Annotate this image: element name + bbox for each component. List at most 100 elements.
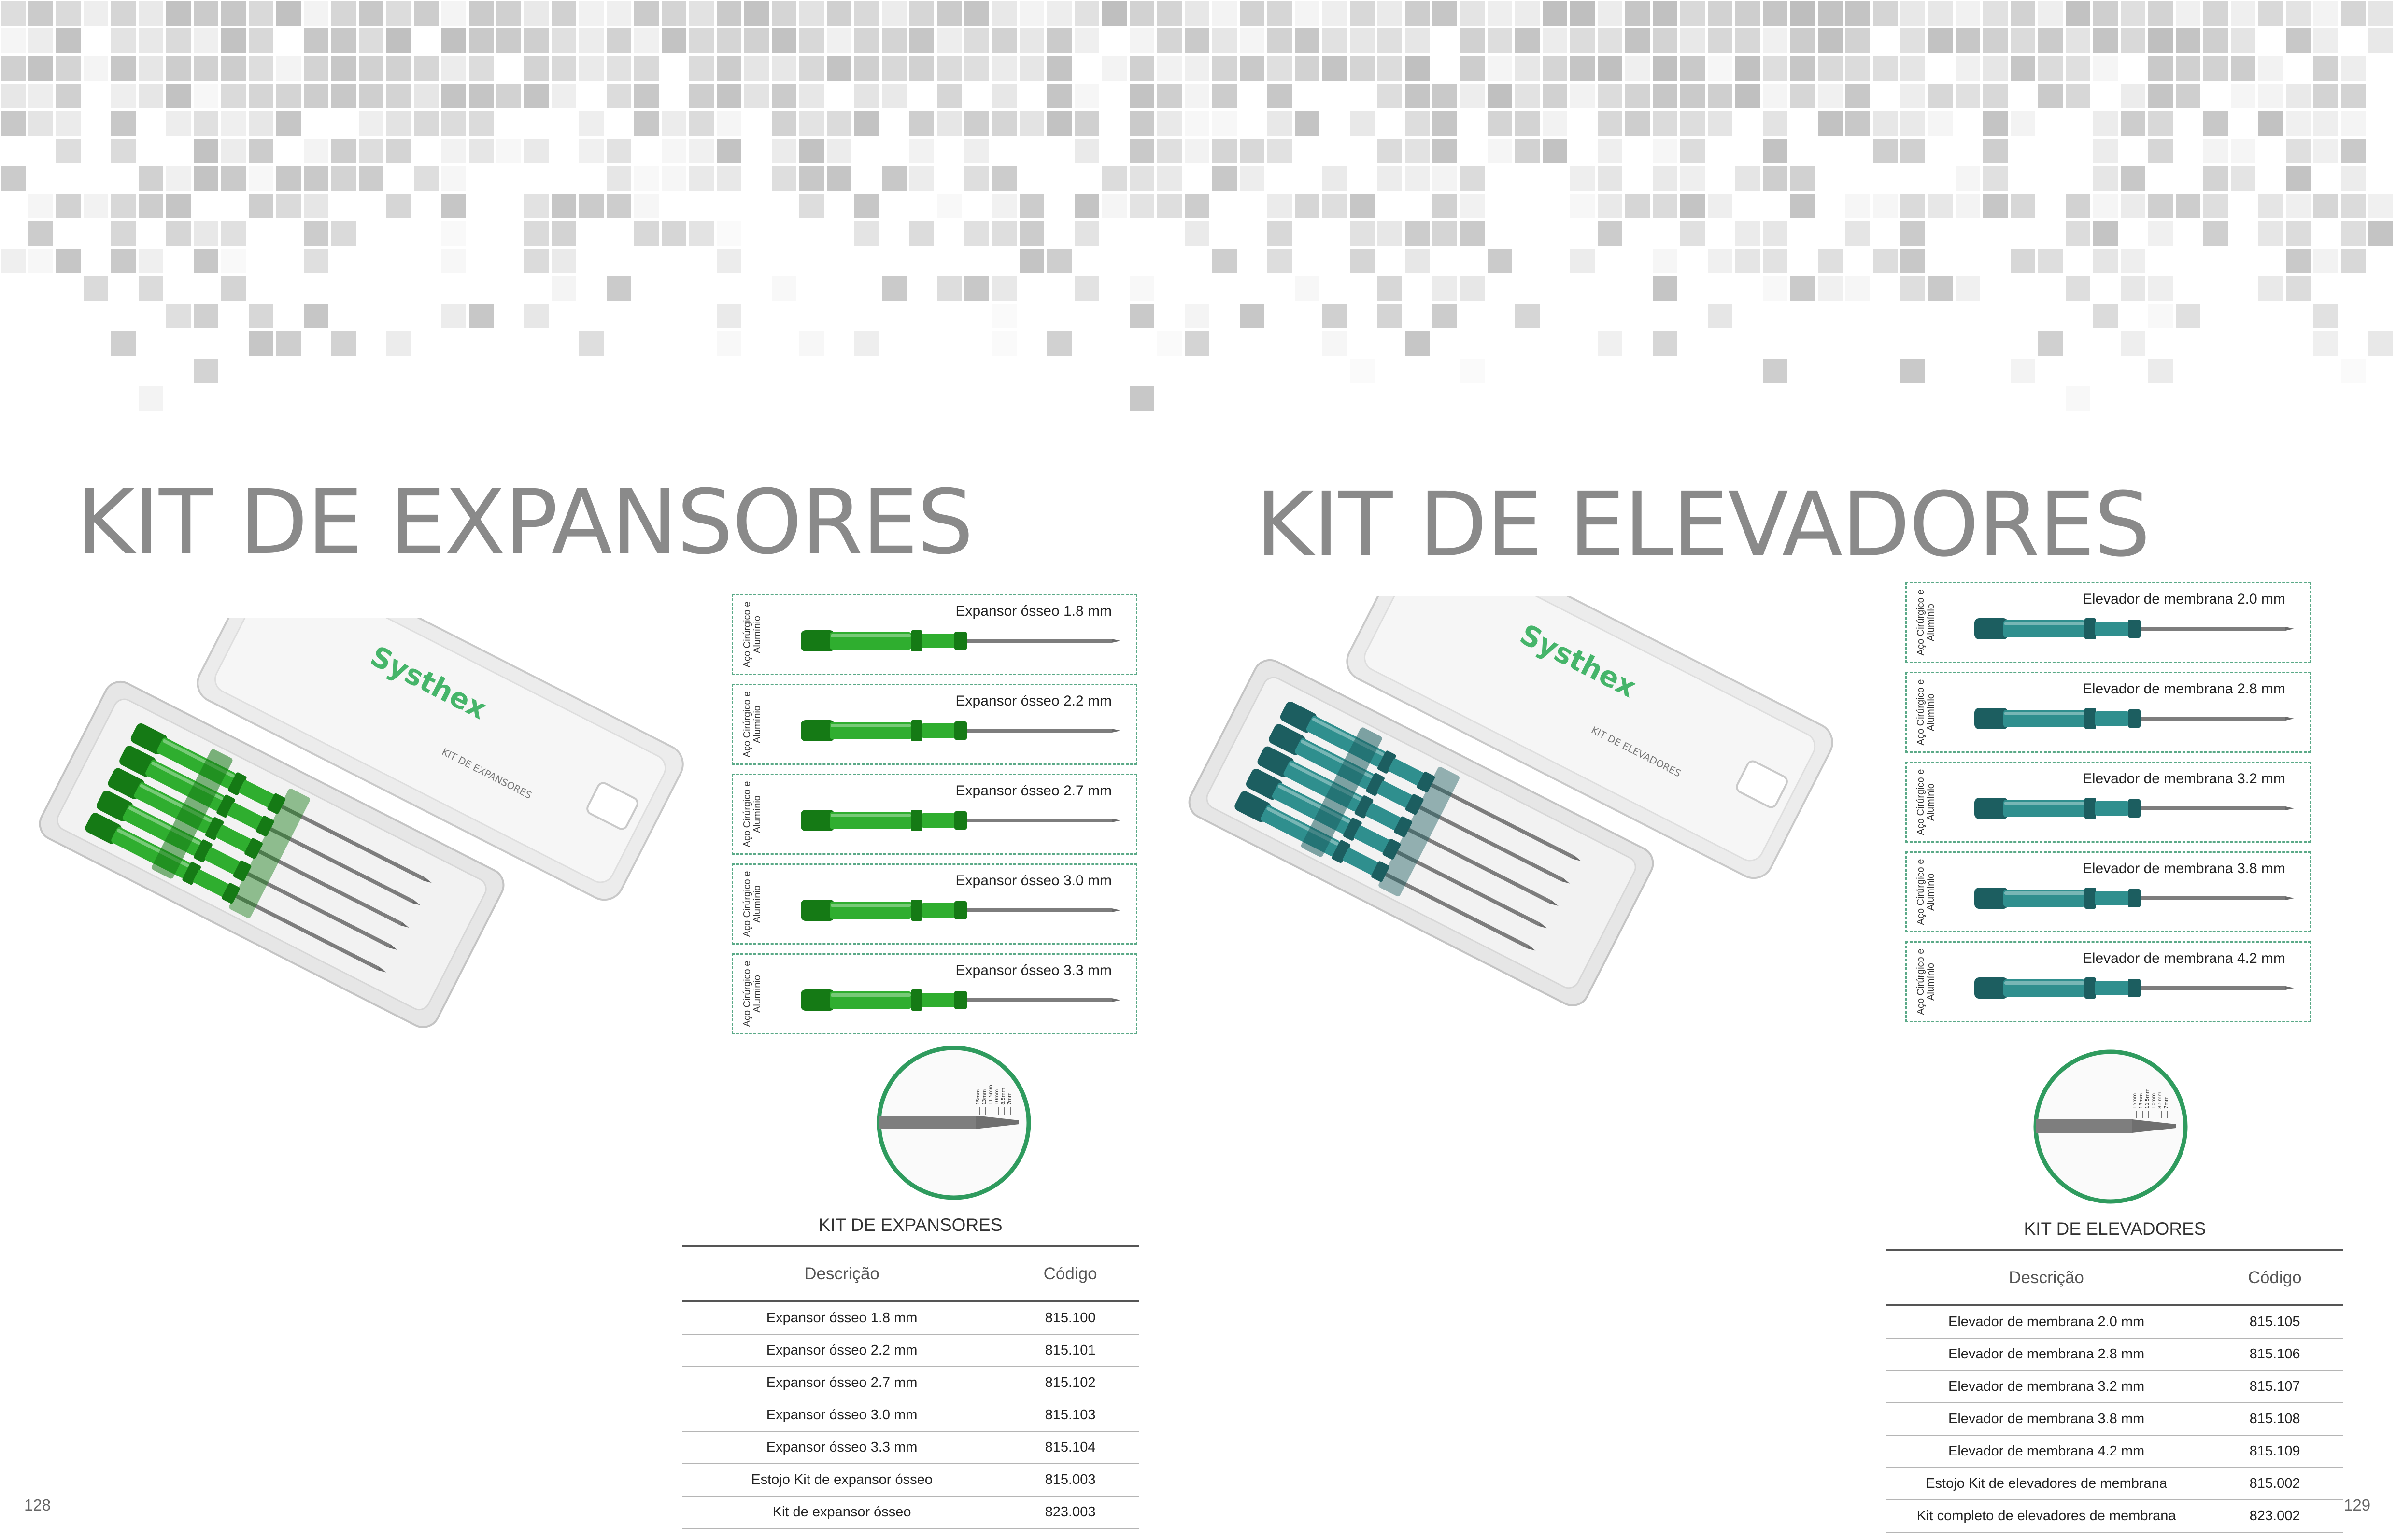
mosaic-tile: [1432, 194, 1457, 218]
mosaic-tile: [1845, 84, 1870, 108]
page-title: KIT DE EXPANSORES: [76, 471, 974, 574]
mosaic-tile: [2148, 84, 2173, 108]
tool-name-label: Elevador de membrana 2.0 mm: [2082, 591, 2285, 607]
cell-description: Elevador de membrana 3.2 mm: [1886, 1370, 2207, 1403]
mosaic-tile: [772, 84, 796, 108]
mosaic-tile: [304, 221, 328, 246]
mosaic-tile: [964, 276, 989, 301]
tool-image: [1974, 798, 2294, 819]
mosaic-tile: [1543, 1, 1567, 26]
mosaic-tile: [882, 84, 907, 108]
mosaic-tile: [2066, 386, 2090, 411]
mosaic-tile: [1130, 1, 1154, 26]
product-table-block: KIT DE ELEVADORES Descrição Código Eleva…: [1886, 1219, 2343, 1533]
tool-image: [1974, 888, 2294, 909]
instrument: [1974, 798, 2294, 819]
mosaic-tile: [882, 28, 907, 53]
mosaic-tile: [1873, 194, 1898, 218]
cell-description: Elevador de membrana 2.0 mm: [1886, 1305, 2207, 1339]
mosaic-tile: [1377, 166, 1402, 191]
mosaic-tile: [1570, 249, 1595, 273]
mosaic-tile: [1212, 28, 1237, 53]
mosaic-tile: [1653, 139, 1677, 163]
mosaic-tile: [1240, 28, 1264, 53]
mosaic-tile: [827, 111, 851, 136]
mosaic-tile: [1543, 28, 1567, 53]
mosaic-tile: [854, 194, 879, 218]
mosaic-tile: [1488, 111, 1512, 136]
cell-code: 815.106: [2206, 1338, 2343, 1371]
mosaic-tile: [496, 84, 521, 108]
mosaic-tile: [359, 1, 383, 26]
mosaic-tile: [1295, 111, 1319, 136]
tool-image: [801, 900, 1120, 921]
mosaic-tile: [799, 1, 824, 26]
page-number: 128: [24, 1496, 51, 1514]
mosaic-tile: [2176, 84, 2200, 108]
mosaic-tile: [992, 194, 1017, 218]
mosaic-tile: [111, 249, 136, 273]
mosaic-tile: [1708, 1, 1732, 26]
mosaic-tile: [111, 139, 136, 163]
mosaic-tile: [1543, 84, 1567, 108]
mosaic-tile: [1185, 56, 1209, 81]
mosaic-tile: [386, 1, 411, 26]
mosaic-tile: [1956, 84, 1980, 108]
mosaic-tile: [1790, 84, 1815, 108]
mosaic-tile: [2341, 194, 2366, 218]
mosaic-tile: [1515, 28, 1540, 53]
instrument: [801, 900, 1120, 921]
mosaic-tile: [249, 139, 273, 163]
mosaic-tile: [524, 221, 549, 246]
mosaic-tile: [2148, 111, 2173, 136]
mosaic-tile: [469, 111, 494, 136]
mosaic-tile: [1350, 111, 1375, 136]
mosaic-tile: [1405, 1, 1430, 26]
mosaic-tile: [2368, 28, 2393, 53]
mosaic-tile: [2038, 56, 2063, 81]
mosaic-tile: [194, 111, 218, 136]
mosaic-tile: [166, 111, 191, 136]
mosaic-tile: [276, 111, 301, 136]
mosaic-tile: [1377, 28, 1402, 53]
mosaic-tile: [689, 56, 714, 81]
tool-name-label: Elevador de membrana 3.2 mm: [2082, 771, 2285, 787]
mosaic-tile: [1350, 56, 1375, 81]
mosaic-tile: [2121, 84, 2145, 108]
mosaic-tile: [304, 84, 328, 108]
cell-code: 815.002: [2206, 1468, 2343, 1500]
mosaic-tile: [1928, 276, 1953, 301]
mosaic-tile: [2148, 28, 2173, 53]
mosaic-tile: [2121, 111, 2145, 136]
mosaic-tile: [1680, 111, 1705, 136]
mosaic-tile: [469, 139, 494, 163]
mosaic-tile: [1653, 84, 1677, 108]
mosaic-tile: [441, 1, 466, 26]
mosaic-tile: [56, 249, 81, 273]
tool-material-label: Aço Cirúrgico e Alumínio: [1915, 948, 1936, 1015]
mosaic-tile: [2203, 28, 2228, 53]
mosaic-tile: [1377, 1, 1402, 26]
mosaic-tile: [1680, 56, 1705, 81]
mosaic-tile: [441, 56, 466, 81]
mosaic-tile: [854, 28, 879, 53]
mosaic-tile: [1432, 1, 1457, 26]
mosaic-tile: [634, 194, 659, 218]
mosaic-tile: [1240, 56, 1264, 81]
mosaic-tile: [717, 56, 741, 81]
mosaic-tile: [1405, 28, 1430, 53]
mosaic-tile: [1735, 249, 1760, 273]
mosaic-tile: [992, 56, 1017, 81]
mosaic-tile: [1570, 84, 1595, 108]
mosaic-tile: [1047, 84, 1072, 108]
mosaic-tile: [1460, 166, 1485, 191]
mosaic-tile: [1047, 331, 1072, 356]
mosaic-tile: [2258, 56, 2283, 81]
cell-code: 815.108: [2206, 1403, 2343, 1436]
cell-code: 815.109: [2206, 1435, 2343, 1468]
mosaic-tile: [1708, 84, 1732, 108]
